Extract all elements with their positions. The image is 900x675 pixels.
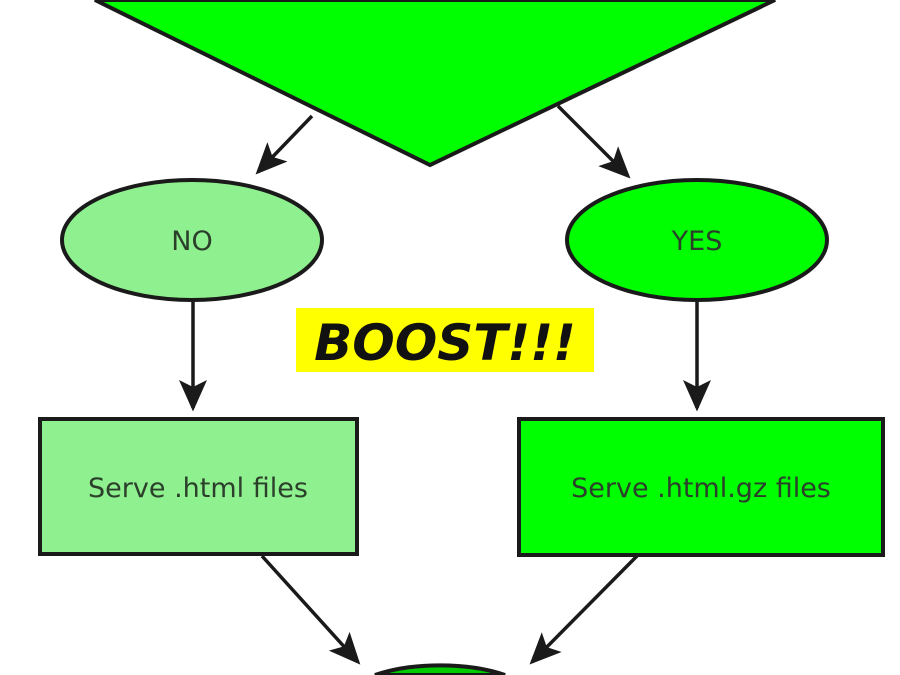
serve-html-label: Serve .html files — [88, 473, 308, 504]
serve-gz-box — [517, 417, 885, 557]
arrow-serve-html-to-end — [260, 554, 361, 665]
arrow-to-no — [255, 114, 314, 175]
arrow-serve-gz-to-end — [529, 554, 639, 665]
yes-node — [565, 178, 829, 302]
boost-banner: BOOST!!! — [314, 314, 576, 372]
serve-gz-label: Serve .html.gz files — [571, 473, 831, 504]
serve-html-box — [38, 417, 359, 556]
yes-label: YES — [671, 226, 723, 257]
no-node — [60, 178, 324, 302]
boost-highlight — [296, 308, 594, 372]
decision-diamond — [94, 0, 776, 168]
no-label: NO — [171, 226, 212, 257]
arrow-to-yes — [556, 104, 631, 179]
end-node — [374, 663, 506, 675]
